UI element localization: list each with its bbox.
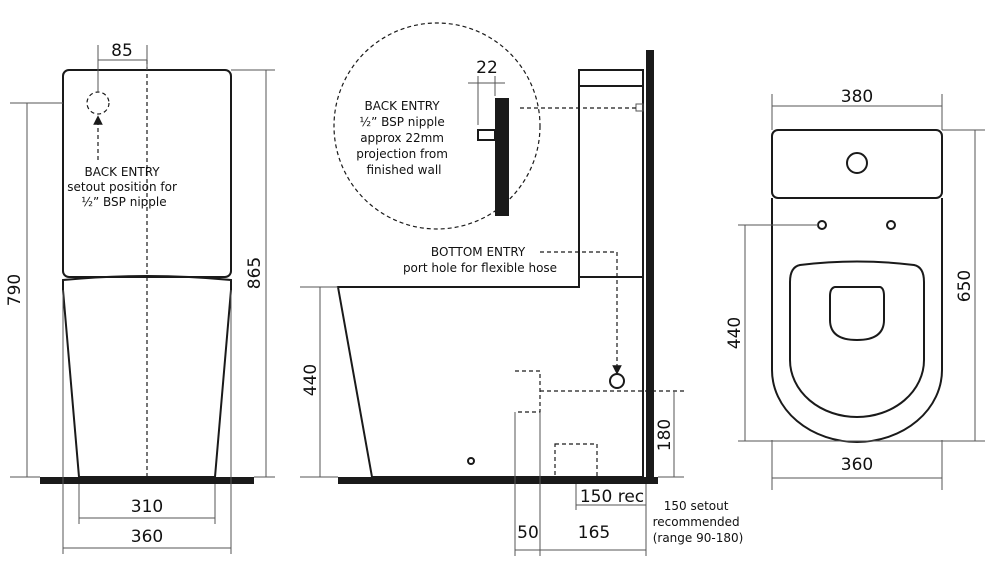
front-pan — [62, 275, 232, 478]
bottom-entry-note: BOTTOM ENTRY port hole for flexible hose — [403, 245, 557, 275]
top-view: 380 360 440 650 — [725, 87, 985, 490]
detail-wall — [495, 98, 509, 216]
dim-650: 650 — [955, 270, 975, 302]
dim-22: 22 — [476, 58, 498, 78]
side-pan — [336, 276, 644, 478]
dim-310: 310 — [131, 497, 163, 517]
front-floor — [40, 477, 254, 484]
dim-360-front: 360 — [131, 527, 163, 547]
dim-360-top: 360 — [841, 455, 873, 475]
dim-440-side: 440 — [301, 364, 321, 396]
top-cistern — [771, 129, 943, 199]
side-cistern — [578, 69, 644, 278]
dim-440-top: 440 — [725, 317, 745, 349]
detail-circle — [333, 22, 541, 230]
side-bottom-port — [609, 373, 625, 389]
top-button — [846, 152, 868, 174]
dim-790: 790 — [5, 274, 25, 306]
dim-165: 165 — [578, 523, 610, 543]
dim-150-rec: 150 rec — [580, 487, 644, 507]
side-floor — [338, 477, 658, 484]
detail-nipple — [477, 129, 496, 141]
dim-380: 380 — [841, 87, 873, 107]
top-opening — [829, 286, 885, 342]
front-back-entry-note: BACK ENTRY setout position for ½” BSP ni… — [67, 165, 180, 209]
side-view: 22 BACK ENTRY ½” BSP nipple approx 22mm … — [300, 22, 744, 556]
top-seat — [789, 260, 925, 418]
dim-180: 180 — [655, 419, 675, 451]
dim-85: 85 — [111, 41, 133, 61]
dim-50: 50 — [517, 523, 539, 543]
front-nipple-circle — [86, 91, 110, 115]
setout-note: 150 setout recommended (range 90-180) — [653, 499, 744, 545]
bottom-entry-leader — [540, 251, 622, 375]
dim-865: 865 — [245, 257, 265, 289]
side-wall — [646, 50, 654, 484]
side-back-entry-note: BACK ENTRY ½” BSP nipple approx 22mm pro… — [356, 99, 452, 177]
front-view: 85 790 865 310 360 BACK ENTRY setout pos… — [5, 41, 275, 554]
top-bowl — [771, 198, 943, 443]
